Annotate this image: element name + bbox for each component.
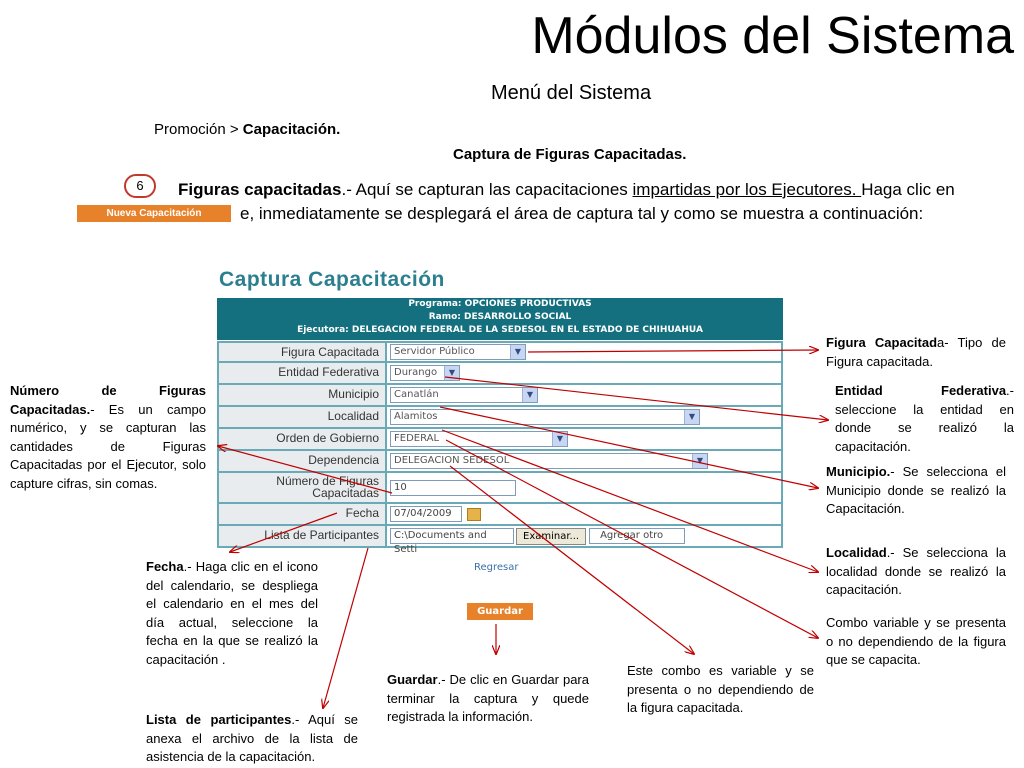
form-row-orden: Orden de Gobierno FEDERAL▼ <box>217 429 783 451</box>
form-row-dependencia: Dependencia DELEGACION SEDESOL▼ <box>217 451 783 473</box>
form-header-ramo: Ramo: DESARROLLO SOCIAL <box>428 312 572 322</box>
page-subtitle: Menú del Sistema <box>491 82 652 104</box>
lista-label: Lista de Participantes <box>219 526 387 546</box>
breadcrumb-current: Capacitación. <box>242 121 341 138</box>
regresar-link[interactable]: Regresar <box>474 562 519 573</box>
intro-underlined: impartidas por los Ejecutores. <box>632 180 862 199</box>
intro-text-b: Haga clic en <box>861 180 955 199</box>
chevron-down-icon: ▼ <box>522 388 537 402</box>
chevron-down-icon: ▼ <box>444 366 459 380</box>
chevron-down-icon: ▼ <box>692 454 707 468</box>
form-row-fecha: Fecha 07/04/2009 <box>217 504 783 526</box>
localidad-select[interactable]: Alamitos▼ <box>390 409 700 425</box>
entidad-label: Entidad Federativa <box>219 363 387 383</box>
form-row-numero: Número de Figuras Capacitadas 10 <box>217 473 783 504</box>
step-badge: 6 <box>124 174 156 198</box>
note-combo-right: Combo variable y se presenta o no depend… <box>826 615 1006 667</box>
form-row-lista: Lista de Participantes C:\Documents and … <box>217 526 783 555</box>
entidad-select[interactable]: Durango▼ <box>390 365 460 381</box>
orden-select[interactable]: FEDERAL▼ <box>390 431 568 447</box>
capture-heading: Captura de Figuras Capacitadas. <box>453 146 687 163</box>
dependencia-label: Dependencia <box>219 451 387 471</box>
intro-text-a: .- Aquí se capturan las capacitaciones <box>341 180 633 199</box>
localidad-label: Localidad <box>219 407 387 427</box>
form-header-programa: Programa: OPCIONES PRODUCTIVAS <box>408 299 592 309</box>
fecha-label: Fecha <box>219 504 387 524</box>
municipio-select[interactable]: Canatlán▼ <box>390 387 538 403</box>
note-lista: Lista de participantes.- Aquí se anexa e… <box>146 712 359 764</box>
nueva-capacitacion-button[interactable]: Nueva Capacitación <box>77 205 231 222</box>
arrow-lista <box>323 547 369 708</box>
form-header: Programa: OPCIONES PRODUCTIVAS Ramo: DES… <box>217 298 783 340</box>
intro-term: Figuras capacitadas <box>178 180 342 199</box>
figura-label: Figura Capacitada <box>219 343 387 361</box>
breadcrumb-prefix: Promoción > <box>154 121 243 138</box>
note-combo-center: Este combo es variable y se presenta o n… <box>627 663 814 715</box>
note-entidad: Entidad Federativa.- seleccione la entid… <box>835 383 1014 454</box>
form-header-ejecutora: Ejecutora: DELEGACION FEDERAL DE LA SEDE… <box>297 325 703 335</box>
form-row-localidad: Localidad Alamitos▼ <box>217 407 783 429</box>
figura-select[interactable]: Servidor Público▼ <box>390 344 526 360</box>
dependencia-select[interactable]: DELEGACION SEDESOL▼ <box>390 453 708 469</box>
intro-paragraph: Figuras capacitadas.- Aquí se capturan l… <box>178 178 988 226</box>
lista-file-input[interactable]: C:\Documents and Setti <box>390 528 514 555</box>
municipio-label: Municipio <box>219 385 387 405</box>
breadcrumb: Promoción > Capacitación. <box>154 121 340 138</box>
note-figura: Figura Capacitada- Tipo de Figura capaci… <box>826 335 1006 369</box>
form-title: Captura Capacitación <box>219 268 445 291</box>
numero-label: Número de Figuras Capacitadas <box>219 473 387 502</box>
note-fecha: Fecha.- Haga clic en el icono del calend… <box>146 559 318 667</box>
chevron-down-icon: ▼ <box>552 432 567 446</box>
page-title: Módulos del Sistema <box>531 7 1014 65</box>
agregar-otro-button[interactable]: Agregar otro <box>589 528 686 544</box>
form-row-entidad: Entidad Federativa Durango▼ <box>217 363 783 385</box>
note-localidad: Localidad.- Se selecciona la localidad d… <box>826 545 1006 597</box>
note-municipio: Municipio.- Se selecciona el Municipio d… <box>826 464 1006 516</box>
orden-label: Orden de Gobierno <box>219 429 387 449</box>
calendar-icon[interactable] <box>467 507 481 521</box>
chevron-down-icon: ▼ <box>510 345 525 359</box>
guardar-button[interactable]: Guardar <box>467 603 533 620</box>
fecha-input[interactable]: 07/04/2009 <box>390 506 462 522</box>
capture-form: Figura Capacitada Servidor Público▼ Enti… <box>217 341 783 555</box>
examinar-button[interactable]: Examinar... <box>516 527 587 545</box>
note-guardar: Guardar.- De clic en Guardar para termin… <box>387 672 589 724</box>
chevron-down-icon: ▼ <box>684 410 699 424</box>
form-row-figura: Figura Capacitada Servidor Público▼ <box>217 341 783 363</box>
note-numero: Número de Figuras Capacitadas.- Es un ca… <box>10 383 206 491</box>
numero-input[interactable]: 10 <box>390 479 516 496</box>
intro-text-c: e, inmediatamente se desplegará el área … <box>240 204 924 223</box>
form-row-municipio: Municipio Canatlán▼ <box>217 385 783 407</box>
